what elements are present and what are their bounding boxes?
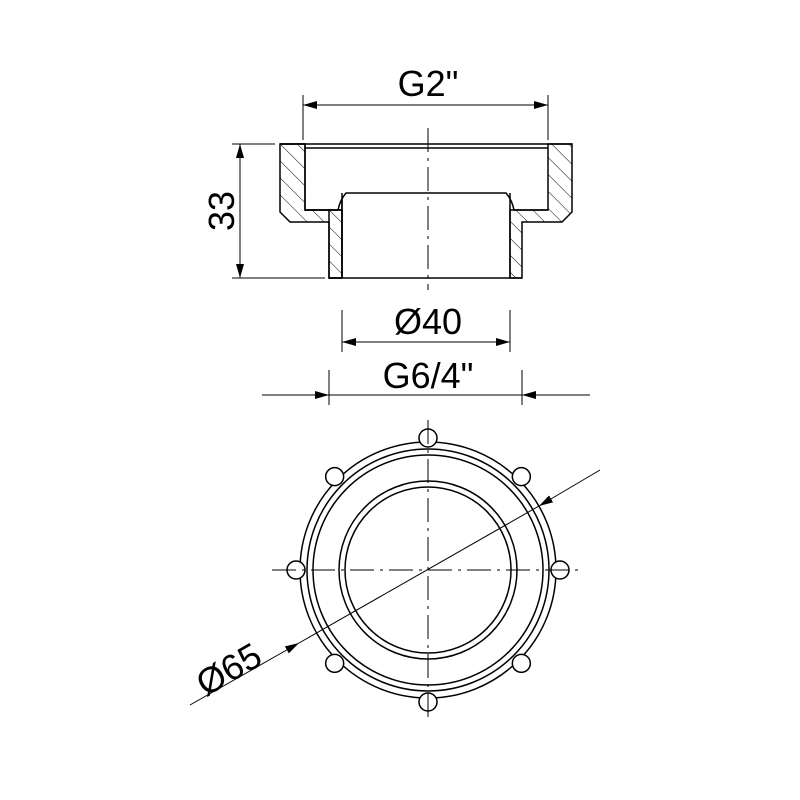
- dimension-33: [232, 143, 325, 279]
- dimension-label-d40: Ø40: [394, 301, 462, 342]
- plan-view: [272, 420, 584, 720]
- dimension-g64: [262, 370, 590, 405]
- dimension-label-g64: G6/4": [383, 355, 474, 396]
- dimension-label-g2: G2": [398, 63, 459, 104]
- dimension-label-d65: Ø65: [189, 634, 268, 704]
- hatch-right: [509, 143, 573, 279]
- dimension-label-33: 33: [201, 191, 242, 231]
- lug: [324, 653, 345, 674]
- dimension-g2: [302, 95, 549, 140]
- lug: [511, 653, 532, 674]
- dimension-d40: [341, 310, 511, 352]
- hatch-left: [279, 143, 343, 279]
- dimension-d65: [189, 469, 601, 706]
- section-view: [279, 128, 573, 290]
- lug: [511, 466, 532, 487]
- nut-lugs: [286, 428, 570, 712]
- lug: [324, 466, 345, 487]
